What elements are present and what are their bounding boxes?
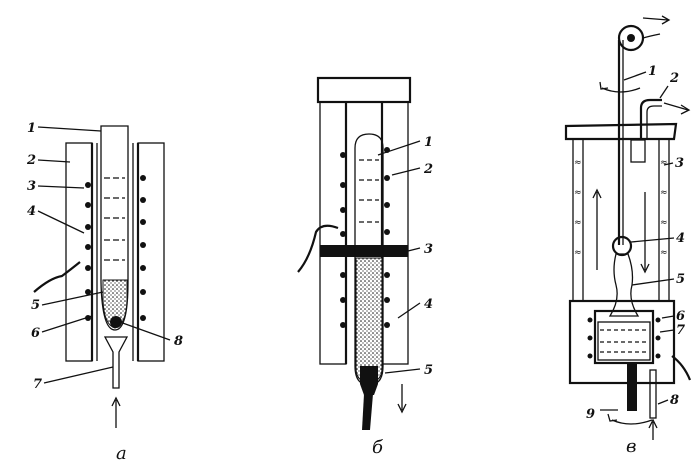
furnace-wall-left: [65, 142, 93, 362]
label-v-4: 4: [676, 231, 685, 246]
svg-text:≈: ≈: [574, 248, 582, 258]
label-b-3: 3: [424, 242, 433, 257]
cooler-a: [103, 336, 129, 389]
figure-a: 1 2 3 4 5 6 7 8 а: [26, 121, 183, 464]
label-b-1: 1: [424, 135, 433, 150]
label-v-3: 3: [675, 156, 684, 171]
label-a-4: 4: [27, 204, 36, 219]
lid-b: [316, 76, 412, 104]
seed-a: [110, 316, 122, 328]
label-v-1: 1: [648, 64, 657, 79]
ampoule-a: [100, 125, 129, 331]
caption-v: в: [626, 436, 636, 457]
seed-v: [611, 235, 633, 257]
label-b-4: 4: [424, 297, 433, 312]
figure-v: ≈ ≈ ≈ ≈ ≈ ≈ ≈ ≈: [564, 15, 692, 457]
label-v-9: 9: [586, 407, 595, 422]
bottom-shaft-v: [627, 363, 637, 411]
svg-text:≈: ≈: [574, 218, 582, 228]
label-v-5: 5: [676, 272, 685, 287]
label-a-8: 8: [174, 334, 183, 349]
label-a-5: 5: [31, 298, 40, 313]
label-a-2: 2: [26, 153, 36, 168]
caption-b: б: [372, 437, 384, 458]
wall-marks-v: ≈ ≈ ≈ ≈ ≈ ≈ ≈ ≈: [574, 158, 668, 258]
label-a-3: 3: [27, 179, 36, 194]
label-a-1: 1: [27, 121, 36, 136]
caption-a: а: [116, 443, 127, 464]
baffle-b: [320, 245, 408, 257]
label-a-7: 7: [33, 377, 42, 392]
label-v-6: 6: [676, 309, 685, 324]
svg-text:≈: ≈: [660, 158, 668, 168]
crucible-block-v: [568, 299, 676, 385]
svg-text:≈: ≈: [660, 188, 668, 198]
label-a-6: 6: [31, 326, 40, 341]
svg-text:≈: ≈: [660, 248, 668, 258]
svg-text:≈: ≈: [660, 218, 668, 228]
label-v-7: 7: [676, 323, 685, 338]
lid-v: [564, 122, 678, 141]
figure-b: 1 2 3 4 5 б: [297, 76, 433, 458]
svg-text:≈: ≈: [574, 188, 582, 198]
svg-text:≈: ≈: [574, 158, 582, 168]
crystal-v: [608, 253, 640, 317]
label-v-8: 8: [670, 393, 679, 408]
label-v-2: 2: [669, 71, 679, 86]
heater-coil-a: [85, 175, 146, 321]
label-b-2: 2: [423, 162, 433, 177]
label-b-5: 5: [424, 363, 433, 378]
